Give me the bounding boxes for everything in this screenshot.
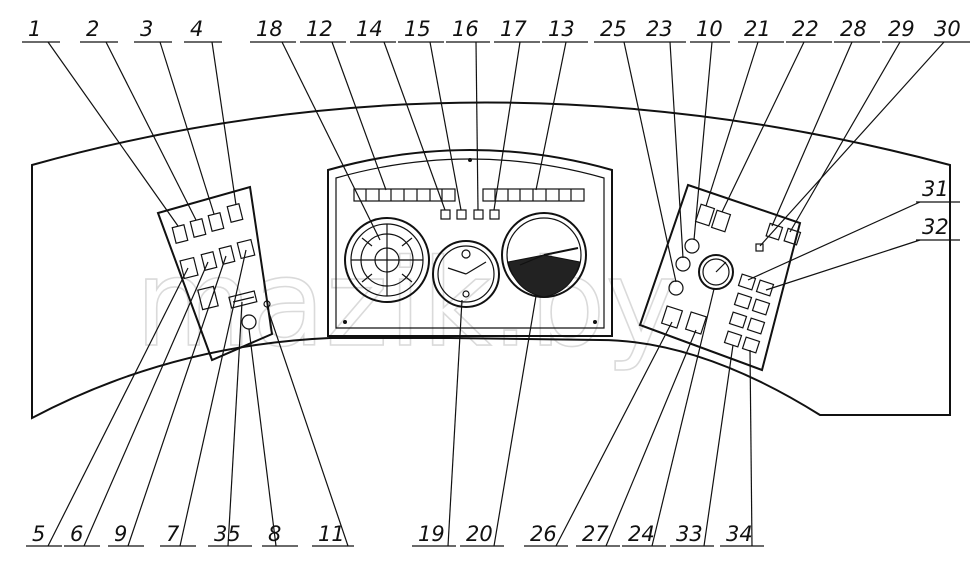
callout-29: 29 [888, 17, 915, 41]
warning-lights-right [482, 188, 585, 202]
callouts-right: 31 32 [747, 177, 960, 291]
label-plate-35 [228, 290, 258, 309]
switch-26 [660, 305, 684, 329]
switch-29 [783, 227, 802, 246]
switch-22 [710, 209, 732, 233]
callout-32: 32 [922, 215, 949, 239]
callout-15: 15 [404, 17, 431, 41]
callout-2: 2 [86, 17, 99, 41]
switch-7 [236, 238, 256, 260]
right-control-panel [638, 183, 802, 372]
callout-3: 3 [140, 17, 153, 41]
callout-23: 23 [646, 17, 673, 41]
switch-9 [218, 245, 236, 265]
callout-11: 11 [318, 522, 345, 546]
callout-5: 5 [32, 522, 45, 546]
switch-5 [179, 256, 199, 280]
switch-28 [765, 222, 784, 241]
knob-10 [684, 238, 700, 254]
button-grid [723, 273, 775, 354]
callouts-bottom: 5 6 9 7 35 8 11 19 20 26 27 24 33 34 [26, 249, 764, 547]
indicator-16 [473, 209, 484, 220]
callout-28: 28 [840, 17, 867, 41]
callout-30: 30 [934, 17, 961, 41]
callout-16: 16 [452, 17, 479, 41]
callout-7: 7 [166, 522, 180, 546]
callout-1: 1 [28, 17, 41, 41]
callout-9: 9 [114, 522, 127, 546]
switch-27 [684, 311, 708, 335]
switch-4 [226, 203, 244, 223]
callout-34: 34 [726, 522, 753, 546]
switch-large [197, 285, 219, 311]
callout-13: 13 [548, 17, 575, 41]
gauge-24 [698, 254, 734, 290]
callout-24: 24 [628, 522, 655, 546]
switch-1 [171, 224, 189, 244]
callout-27: 27 [582, 522, 609, 546]
indicator-30 [755, 243, 764, 252]
knob-23 [675, 256, 691, 272]
callout-4: 4 [190, 17, 203, 41]
indicator-17 [489, 209, 500, 220]
switch-2 [189, 218, 207, 238]
switch-6 [200, 251, 218, 271]
callout-14: 14 [356, 17, 383, 41]
callout-6: 6 [70, 522, 83, 546]
callout-10: 10 [696, 17, 723, 41]
gauge-18 [344, 217, 430, 303]
callout-25: 25 [600, 17, 627, 41]
watermark: mazik.by [135, 235, 677, 374]
gauge-20 [501, 212, 587, 298]
callout-35: 35 [214, 522, 241, 546]
gauge-19 [432, 240, 500, 308]
callout-22: 22 [792, 17, 819, 41]
callout-21: 21 [744, 17, 771, 41]
switch-21 [694, 203, 716, 227]
dashboard-outline [31, 101, 951, 420]
callouts-top: 1 2 3 4 18 12 14 15 16 17 13 25 23 10 21… [22, 17, 970, 283]
callout-31: 31 [922, 177, 949, 201]
indicator-15 [456, 209, 467, 220]
callout-12: 12 [306, 17, 333, 41]
indicator-14 [440, 209, 451, 220]
callout-17: 17 [500, 17, 527, 41]
callout-33: 33 [676, 522, 703, 546]
switch-3 [207, 212, 225, 232]
callout-20: 20 [466, 522, 493, 546]
callout-18: 18 [256, 17, 283, 41]
callout-26: 26 [530, 522, 557, 546]
warning-lights-left [353, 188, 456, 202]
callout-19: 19 [418, 522, 445, 546]
